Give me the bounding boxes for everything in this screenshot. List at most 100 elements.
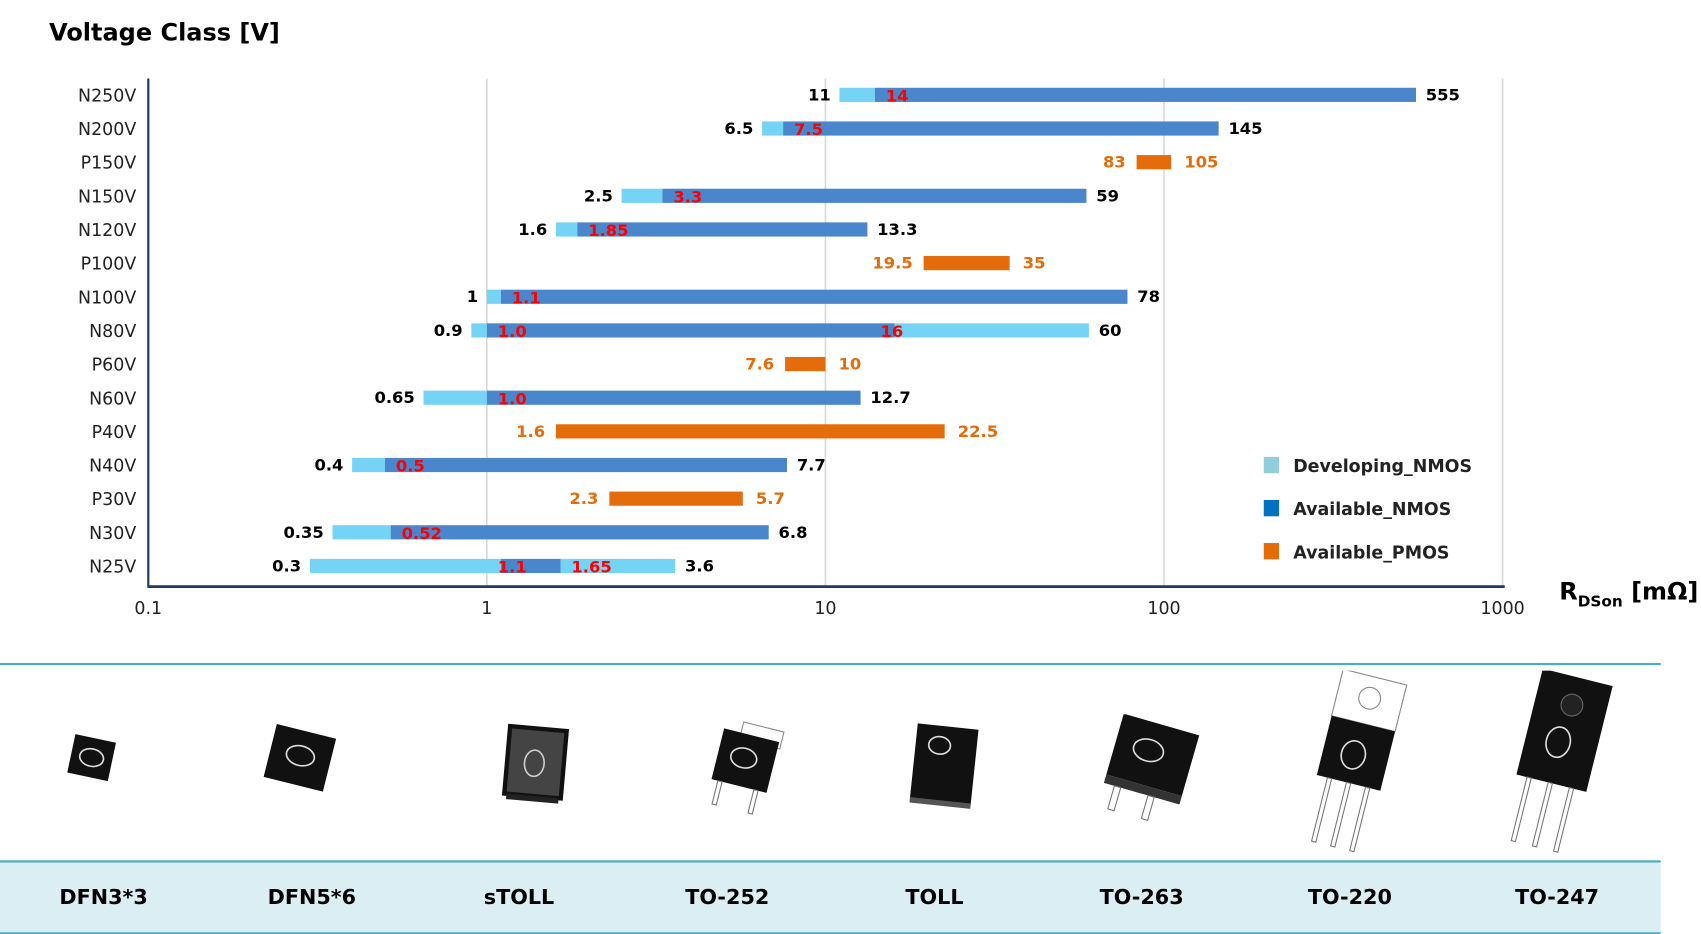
transition-value-label: 1.1: [498, 558, 527, 577]
y-category-label: N60V: [89, 389, 136, 409]
x-tick-label: 1000: [1480, 599, 1524, 619]
chart-title: Voltage Class [V]: [49, 19, 280, 47]
bar-segment-dev: [839, 87, 875, 102]
bar-segment-dev: [486, 289, 501, 304]
bar-segment-avail: [500, 289, 1128, 304]
package-label: TO-252: [685, 885, 770, 910]
min-value-label: 1: [467, 287, 478, 306]
bar-segment-dev: [621, 188, 663, 203]
x-tick-label: 0.1: [134, 599, 162, 619]
min-value-label: 0.9: [434, 321, 463, 340]
bar-segment-avail: [783, 121, 1219, 136]
bar-segment-pmos: [785, 356, 826, 372]
y-category-label: N25V: [89, 558, 136, 578]
package-image-to220: [1310, 670, 1408, 853]
transition-value-label: 14: [886, 86, 909, 105]
bar-segment-dev: [309, 558, 501, 574]
transition-value-label: 1.85: [588, 221, 628, 240]
package-label: DFN3*3: [59, 885, 148, 910]
y-category-label: N200V: [78, 120, 136, 140]
min-value-label: 0.4: [314, 455, 343, 474]
max-value-label: 7.7: [797, 455, 826, 474]
min-value-label: 6.5: [724, 119, 753, 138]
transition-value-label: 3.3: [673, 187, 702, 206]
bar-segment-pmos: [555, 424, 945, 439]
transition-value-label: 0.5: [396, 457, 425, 476]
package-label: sTOLL: [483, 885, 555, 910]
min-value-label: 2.3: [569, 489, 598, 508]
max-value-label: 60: [1099, 321, 1122, 340]
bar-segment-avail: [486, 390, 861, 405]
bar-segment-avail: [390, 525, 769, 540]
max-value-label: 145: [1228, 119, 1262, 138]
package-image-to252: [711, 721, 785, 815]
bar-segment-dev: [352, 457, 385, 473]
bar-segment-avail: [874, 87, 1416, 102]
package-image-to263: [1103, 714, 1200, 822]
bar-segment-dev: [332, 525, 391, 540]
y-category-label: P150V: [81, 154, 137, 174]
bar-segment-dev: [560, 558, 676, 574]
max-value-label: 5.7: [756, 489, 785, 508]
transition-value-label: 1.65: [571, 558, 611, 577]
transition-value-label: 7.5: [794, 120, 823, 139]
legend-label: Available_NMOS: [1293, 500, 1451, 520]
package-label: TO-247: [1515, 885, 1600, 910]
max-value-label: 105: [1184, 153, 1218, 172]
min-value-label: 11: [808, 85, 831, 104]
legend-swatch-avail: [1263, 499, 1280, 517]
bar-segment-dev: [762, 121, 784, 136]
transition-value-label: 16: [880, 322, 903, 341]
x-tick-label: 100: [1147, 599, 1180, 619]
package-divider: [0, 662, 1661, 666]
bar-segment-avail: [662, 188, 1087, 203]
bar-segment-dev: [471, 323, 487, 338]
package-image-dfn3x3: [67, 734, 116, 782]
bar-segment-avail: [384, 457, 788, 473]
transition-value-label: 1.0: [498, 322, 527, 341]
transition-value-label: 1.1: [512, 288, 541, 307]
package-label: DFN5*6: [267, 885, 357, 910]
max-value-label: 12.7: [870, 388, 910, 407]
min-value-label: 0.65: [374, 388, 414, 407]
max-value-label: 3.6: [685, 556, 714, 575]
bar-segment-avail: [577, 222, 868, 237]
transition-value-label: 1.0: [498, 389, 527, 408]
max-value-label: 10: [839, 355, 862, 374]
package-label: TO-263: [1099, 885, 1184, 910]
y-category-label: N150V: [78, 187, 136, 207]
x-tick-label: 10: [814, 599, 836, 619]
y-category-label: N100V: [78, 288, 136, 308]
legend-swatch-dev: [1263, 456, 1280, 474]
bar-segment-dev: [423, 390, 487, 405]
legend-label: Available_PMOS: [1293, 543, 1449, 563]
y-category-label: N80V: [89, 322, 136, 342]
max-value-label: 35: [1023, 254, 1046, 273]
x-tick-label: 1: [481, 599, 492, 619]
min-value-label: 1.6: [518, 220, 547, 239]
min-value-label: 1.6: [516, 422, 545, 441]
max-value-label: 6.8: [779, 523, 808, 542]
min-value-label: 7.6: [745, 355, 774, 374]
package-image-dfn5x6: [263, 723, 337, 792]
legend-swatch-pmos: [1263, 543, 1280, 560]
min-value-label: 19.5: [872, 254, 912, 273]
bar-segment-pmos: [609, 491, 743, 506]
y-category-label: N30V: [89, 524, 136, 544]
min-value-label: 0.35: [283, 523, 323, 542]
min-value-label: 83: [1103, 153, 1126, 172]
package-image-toll: [909, 723, 979, 809]
min-value-label: 0.3: [272, 556, 301, 575]
y-category-label: P40V: [92, 423, 137, 443]
package-label: TOLL: [905, 885, 964, 910]
package-image-to247: [1510, 670, 1613, 853]
transition-value-label: 0.52: [402, 524, 442, 543]
max-value-label: 555: [1426, 85, 1460, 104]
max-value-label: 13.3: [877, 220, 917, 239]
bar-segment-dev: [555, 222, 578, 237]
bar-segment-dev: [894, 323, 1089, 338]
max-value-label: 78: [1137, 287, 1160, 306]
bar-segment-avail: [486, 323, 895, 338]
